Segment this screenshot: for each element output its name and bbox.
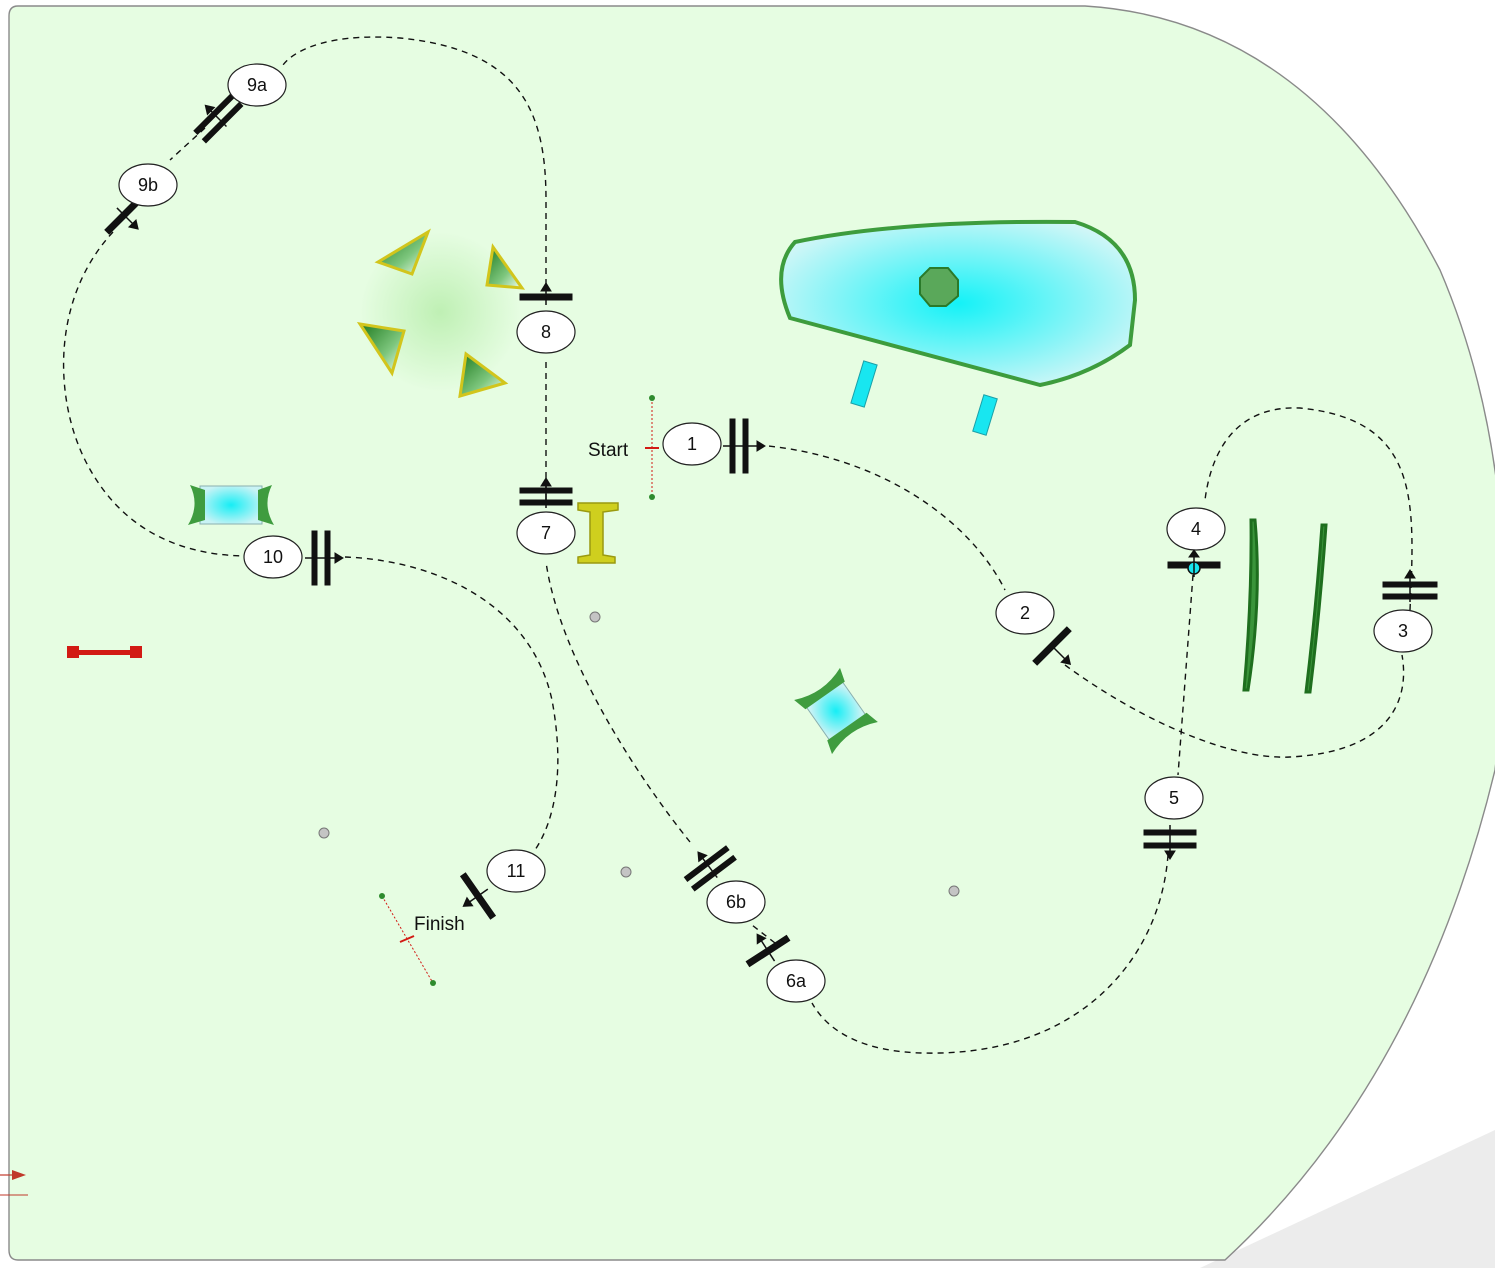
fence-jump-icons: [104, 93, 1438, 968]
svg-text:11: 11: [507, 861, 526, 881]
course-markers: 1 2 3 4 5 6a 6b 7: [118, 63, 1433, 1003]
finish-line: [379, 893, 436, 986]
svg-text:6b: 6b: [726, 892, 746, 912]
marker-4: 4: [1166, 507, 1226, 551]
svg-text:2: 2: [1020, 603, 1030, 623]
log-obstacle: [577, 502, 619, 564]
marker-2: 2: [995, 591, 1055, 635]
marker-8: 8: [516, 310, 576, 354]
grey-posts: [318, 611, 960, 897]
course-route: [62, 36, 1413, 1054]
glade-obstacle: [356, 228, 526, 399]
marker-9a: 9a: [227, 63, 287, 107]
svg-text:4: 4: [1191, 519, 1201, 539]
svg-text:3: 3: [1398, 621, 1408, 641]
red-rail-obstacle: [67, 646, 142, 658]
pond-obstacle: [779, 219, 1138, 436]
finish-label: Finish: [414, 914, 465, 935]
svg-text:1: 1: [687, 434, 697, 454]
marker-5: 5: [1144, 776, 1204, 820]
svg-text:5: 5: [1169, 788, 1179, 808]
marker-6b: 6b: [706, 880, 766, 924]
marker-7: 7: [516, 511, 576, 555]
marker-9b: 9b: [118, 163, 178, 207]
field-area: [8, 5, 1495, 1261]
svg-text:8: 8: [541, 322, 551, 342]
svg-text:7: 7: [541, 523, 551, 543]
water-pool-center: [794, 667, 878, 755]
svg-text:6a: 6a: [786, 971, 807, 991]
marker-1: 1: [662, 422, 722, 466]
svg-text:9a: 9a: [247, 75, 268, 95]
start-line: [645, 395, 659, 500]
svg-text:10: 10: [263, 547, 283, 567]
marker-3: 3: [1373, 609, 1433, 653]
marker-11: 11: [486, 849, 546, 893]
hedge-obstacles: [1242, 518, 1328, 694]
start-label: Start: [588, 440, 629, 461]
corner-shade: [1200, 1130, 1495, 1268]
svg-text:9b: 9b: [138, 175, 158, 195]
edge-arrow-icon: [0, 1170, 28, 1196]
marker-10: 10: [243, 535, 303, 579]
marker-6a: 6a: [766, 959, 826, 1003]
water-pool-left: [188, 485, 274, 525]
